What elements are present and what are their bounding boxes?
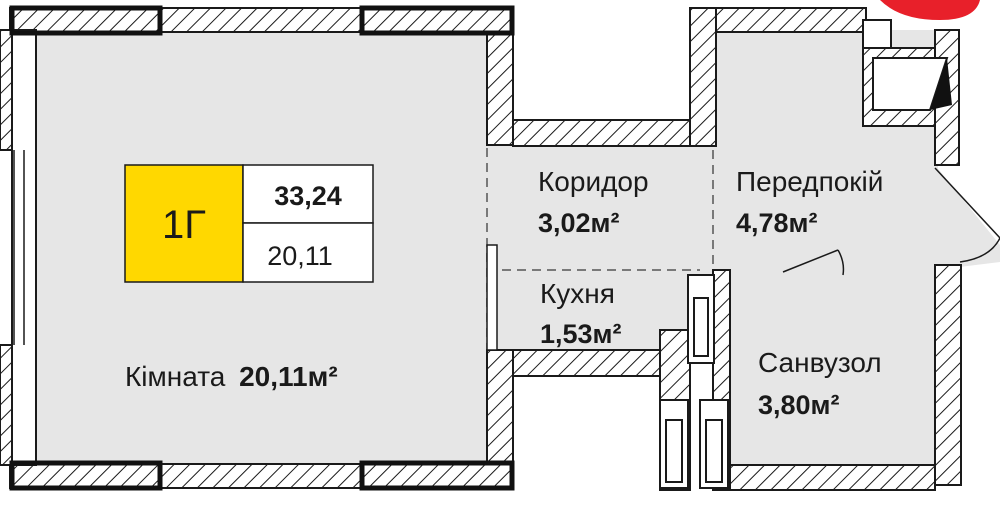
type-badge <box>124 164 244 283</box>
living-area: 20,11 <box>267 241 333 271</box>
bathroom-area: 3,80м² <box>758 390 840 420</box>
apartment-type: 1Г <box>162 203 206 247</box>
kitchen-name: Кухня <box>540 278 615 309</box>
ventilation-shaft <box>862 19 952 127</box>
apartment-info-table: 1Г 33,24 20,11 <box>124 164 374 283</box>
corridor-area: 3,02м² <box>538 208 620 238</box>
floor-area <box>35 30 1000 468</box>
window-left <box>0 29 37 466</box>
hall-area: 4,78м² <box>736 208 818 238</box>
kitchen-partition <box>486 244 498 351</box>
plumbing-shafts <box>659 274 729 489</box>
kitchen-area: 1,53м² <box>540 319 622 349</box>
svg-text:Кімната 20,11м²: Кімната 20,11м² <box>125 361 338 392</box>
walls <box>9 7 962 491</box>
bathroom-name: Санвузол <box>758 347 882 378</box>
doors <box>782 167 1000 276</box>
room-name: Кімната <box>125 361 226 392</box>
total-area: 33,24 <box>274 181 342 211</box>
corridor-name: Коридор <box>538 166 649 197</box>
promo-badge <box>880 0 980 20</box>
windows <box>9 5 515 491</box>
room-area: 20,11м² <box>239 361 338 392</box>
hall-name: Передпокій <box>736 166 883 197</box>
